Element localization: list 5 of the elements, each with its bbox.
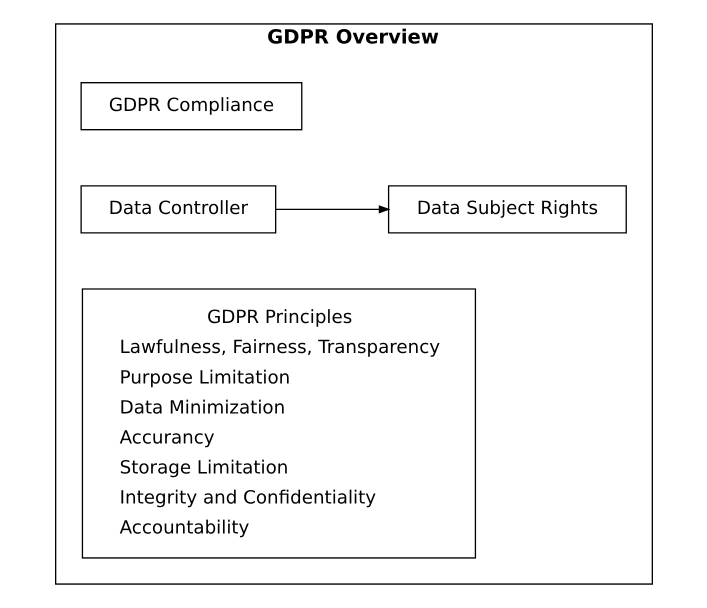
node-box: GDPR Principles Lawfulness, Fairness, Transparency Purpose Limitation Data Minimization Accurancy Storage Limitation Integrity and Confidentiality Accountability	[81, 288, 476, 559]
arrow	[276, 205, 390, 214]
node-box: GDPR Compliance	[80, 82, 302, 130]
node-box: Data Subject Rights	[387, 185, 626, 234]
node-box: Data Controller	[80, 185, 276, 234]
